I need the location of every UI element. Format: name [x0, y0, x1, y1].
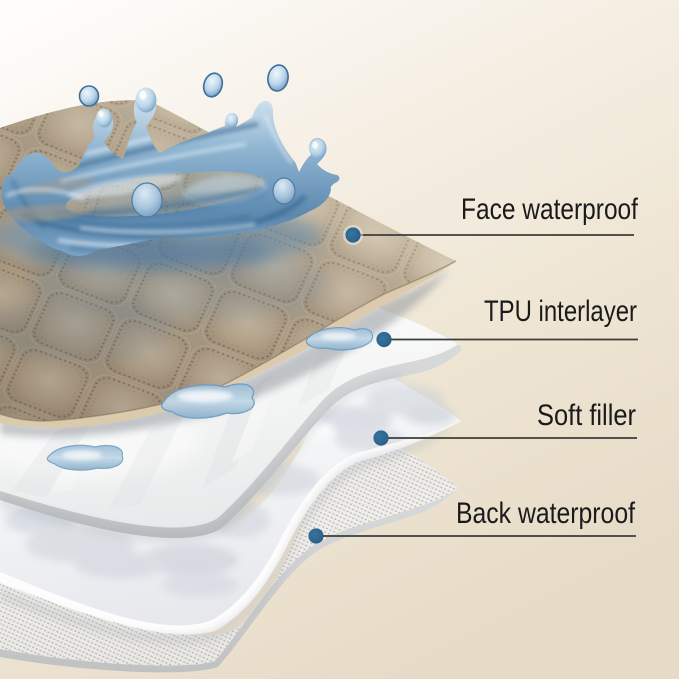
svg-text:Soft filler: Soft filler: [537, 399, 636, 432]
svg-text:Face waterproof: Face waterproof: [461, 193, 639, 226]
svg-text:TPU interlayer: TPU interlayer: [484, 295, 637, 328]
svg-text:Back waterproof: Back waterproof: [456, 497, 636, 530]
